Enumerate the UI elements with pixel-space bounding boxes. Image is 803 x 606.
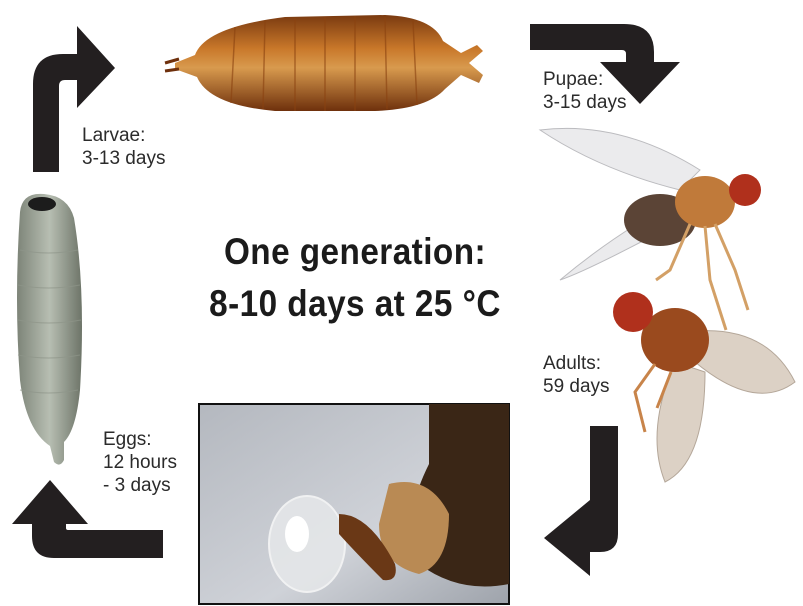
pupa-image: [165, 5, 490, 120]
label-larvae-duration: 3-13 days: [82, 147, 165, 170]
label-pupae-duration: 3-15 days: [543, 91, 626, 114]
label-eggs-duration-line1: 12 hours: [103, 451, 177, 474]
center-title: One generation: 8-10 days at 25 °C: [189, 226, 522, 330]
label-eggs-duration-line2: - 3 days: [103, 474, 177, 497]
label-adults: Adults: 59 days: [543, 352, 610, 398]
center-title-line2: 8-10 days at 25 °C: [189, 278, 522, 330]
label-larvae: Larvae: 3-13 days: [82, 124, 165, 170]
larva-image: [12, 190, 92, 470]
label-larvae-name: Larvae:: [82, 124, 165, 147]
eggs-photo: [199, 404, 509, 604]
label-adults-duration: 59 days: [543, 375, 610, 398]
label-pupae-name: Pupae:: [543, 68, 626, 91]
label-adults-name: Adults:: [543, 352, 610, 375]
adult-fly-top-image: [605, 282, 800, 487]
center-title-line1: One generation:: [189, 226, 522, 278]
label-eggs: Eggs: 12 hours - 3 days: [103, 428, 177, 497]
label-eggs-name: Eggs:: [103, 428, 177, 451]
label-pupae: Pupae: 3-15 days: [543, 68, 626, 114]
